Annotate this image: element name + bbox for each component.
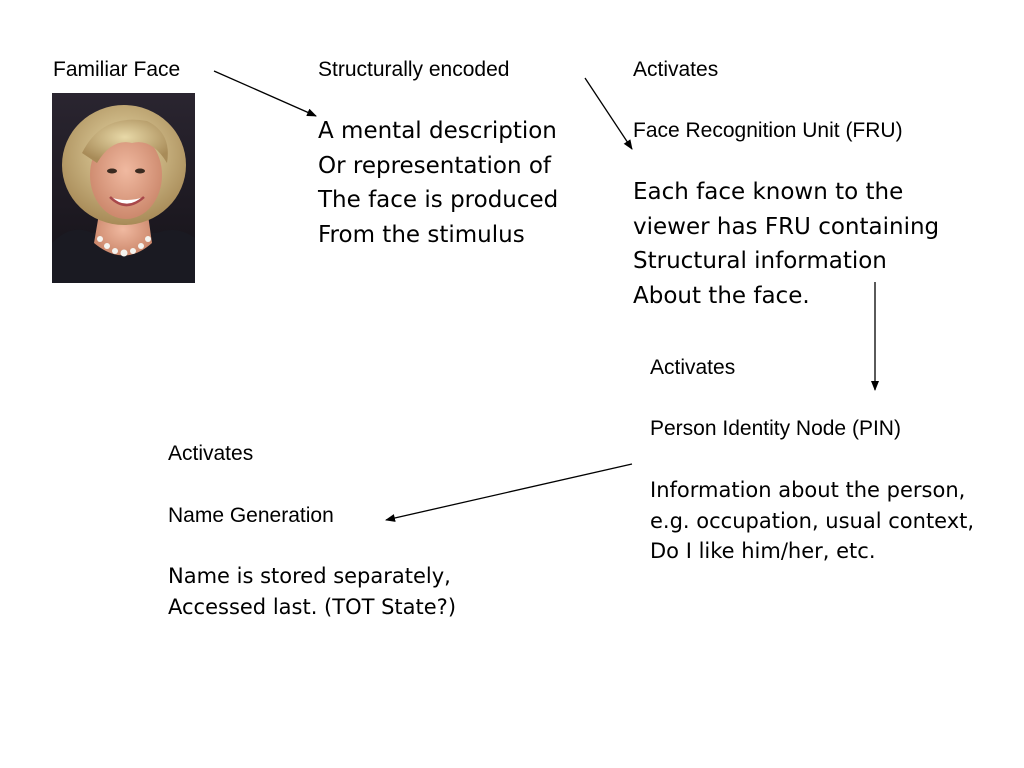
description-line: A mental description bbox=[318, 118, 557, 144]
fru-description: Each face known to the viewer has FRU co… bbox=[633, 175, 939, 313]
name-generation-title: Name Generation bbox=[168, 504, 334, 527]
description-line: Each face known to the bbox=[633, 179, 904, 205]
description-line: e.g. occupation, usual context, bbox=[650, 508, 975, 533]
description-line: From the stimulus bbox=[318, 221, 525, 248]
familiar-face-photo bbox=[52, 93, 195, 283]
description-line: Information about the person, bbox=[650, 478, 966, 502]
familiar-face-label: Familiar Face bbox=[53, 58, 181, 81]
structurally-encoded-label: Structurally encoded bbox=[318, 58, 510, 81]
description-line: Structural information bbox=[633, 248, 887, 274]
arrow-encoding-to-fru bbox=[584, 77, 633, 150]
description-line: Do I like him/her, etc. bbox=[650, 539, 876, 563]
fru-title: Face Recognition Unit (FRU) bbox=[633, 119, 903, 142]
fru-activates-label: Activates bbox=[633, 58, 719, 81]
description-line: Accessed last. (TOT State?) bbox=[168, 594, 457, 619]
arrow-pin-to-name-generation bbox=[385, 463, 633, 522]
face-portrait-illustration bbox=[52, 93, 195, 283]
name-gen-activates-label: Activates bbox=[168, 442, 254, 465]
pin-title: Person Identity Node (PIN) bbox=[650, 417, 901, 440]
pin-activates-label: Activates bbox=[650, 356, 736, 379]
description-line: The face is produced bbox=[318, 187, 559, 213]
structural-encoding-description: A mental description Or representation o… bbox=[318, 114, 558, 252]
description-line: Name is stored separately, bbox=[168, 564, 451, 588]
description-line: viewer has FRU containing bbox=[633, 213, 940, 240]
description-line: About the face. bbox=[633, 282, 810, 309]
pin-description: Information about the person, e.g. occup… bbox=[650, 475, 974, 567]
name-generation-description: Name is stored separately, Accessed last… bbox=[168, 561, 456, 622]
description-line: Or representation of bbox=[318, 152, 552, 179]
arrow-face-to-encoding bbox=[213, 70, 317, 117]
